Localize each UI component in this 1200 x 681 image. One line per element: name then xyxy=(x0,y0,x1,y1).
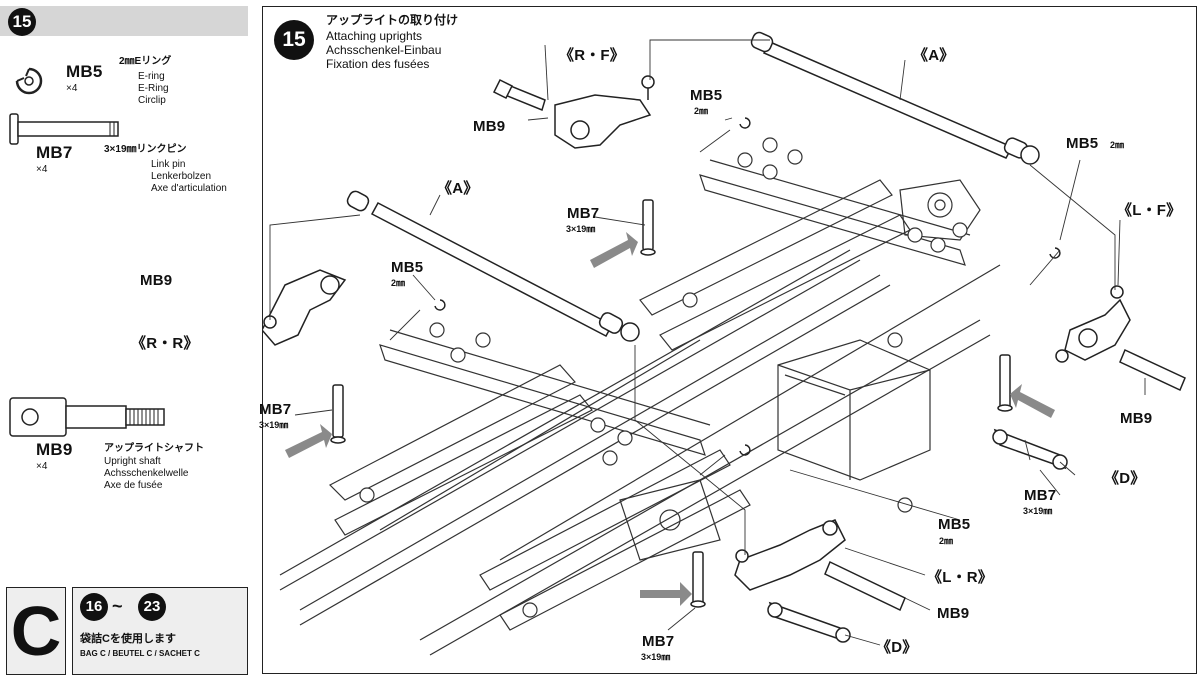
mb9-name-en: Upright shaft xyxy=(104,456,161,467)
mb7-code: MB7 xyxy=(36,143,73,162)
bag-letter: C xyxy=(10,592,62,670)
mb5-name-en: E-ring xyxy=(138,71,165,82)
bag-instruction-jp: 袋詰Cを使用します xyxy=(80,633,176,645)
step-number-badge: 15 xyxy=(8,8,36,36)
callout-a-top: 《A》 xyxy=(913,47,955,64)
step-header-bar xyxy=(0,6,248,36)
callout-mb9-right: MB9 xyxy=(1120,410,1153,427)
bag-step-from-badge: 16 xyxy=(80,593,108,621)
callout-mb7-right: MB7 xyxy=(1024,487,1057,504)
callout-mb9-bottom: MB9 xyxy=(937,605,970,622)
callout-mb9-left: MB9 xyxy=(140,272,173,289)
step-title-jp: アップライトの取り付け xyxy=(326,13,459,27)
callout-lf: 《L・F》 xyxy=(1117,202,1182,219)
mb5-name-de: E-Ring xyxy=(138,83,169,94)
chassis-exploded-view xyxy=(263,31,1186,656)
callout-mb5-bottom: MB5 xyxy=(938,516,971,533)
callout-mb5-right: MB5 xyxy=(1066,135,1099,152)
callout-mb7-left: MB7 xyxy=(259,401,292,418)
mb5-size: 2㎜Eリング xyxy=(119,56,172,67)
mb7-name-fr: Axe d'articulation xyxy=(151,183,227,194)
step-title-fr: Fixation des fusées xyxy=(326,57,430,71)
callout-mb5-right-size: 2㎜ xyxy=(1110,140,1125,150)
callout-mb7-top-size: 3×19㎜ xyxy=(566,224,596,234)
mb9-code: MB9 xyxy=(36,440,73,459)
mb7-qty: ×4 xyxy=(36,164,48,175)
callout-mb7-left-size: 3×19㎜ xyxy=(259,420,289,430)
callout-mb7-top: MB7 xyxy=(567,205,600,222)
callout-d-bottom: 《D》 xyxy=(876,639,918,656)
mb5-qty: ×4 xyxy=(66,83,78,94)
callout-mb5-top-size: 2㎜ xyxy=(694,106,709,116)
e-ring-icon xyxy=(15,67,43,95)
callout-mb7-right-size: 3×19㎜ xyxy=(1023,506,1053,516)
callout-mb9-top: MB9 xyxy=(473,118,506,135)
mb9-name-de: Achsschenkelwelle xyxy=(104,468,189,479)
main-step-badge: 15 xyxy=(274,20,314,60)
step-title-en: Attaching uprights xyxy=(326,29,423,43)
mb7-name-en: Link pin xyxy=(151,159,186,170)
callout-mb5-top: MB5 xyxy=(690,87,723,104)
upright-shaft-icon xyxy=(9,397,165,437)
mb9-jp: アップライトシャフト xyxy=(104,443,204,454)
bag-instruction-en: BAG C / BEUTEL C / SACHET C xyxy=(80,649,200,658)
callout-a-left: 《A》 xyxy=(437,180,479,197)
assembly-diagram-frame xyxy=(262,6,1197,674)
step-title-de: Achsschenkel-Einbau xyxy=(326,43,442,57)
callout-mb5-mid-size: 2㎜ xyxy=(391,278,406,288)
callout-rf: 《R・F》 xyxy=(559,47,625,64)
mb5-code: MB5 xyxy=(66,62,103,81)
link-pin-icon xyxy=(9,113,119,145)
callout-mb5-mid: MB5 xyxy=(391,259,424,276)
mb7-size: 3×19㎜リンクピン xyxy=(104,144,187,155)
mb7-name-de: Lenkerbolzen xyxy=(151,171,212,182)
mb9-qty: ×4 xyxy=(36,461,48,472)
callout-rr: 《R・R》 xyxy=(131,335,199,352)
callout-lr: 《L・R》 xyxy=(927,569,993,586)
callout-mb7-bottom: MB7 xyxy=(642,633,675,650)
bag-letter-box: C xyxy=(6,587,66,675)
bag-step-to-badge: 23 xyxy=(138,593,166,621)
mb9-name-fr: Axe de fusée xyxy=(104,480,163,491)
callout-d-right: 《D》 xyxy=(1104,470,1146,487)
bag-step-tilde: ~ xyxy=(112,596,123,616)
callout-mb5-bottom-size: 2㎜ xyxy=(939,536,954,546)
mb5-name-fr: Circlip xyxy=(138,95,166,106)
callout-mb7-bottom-size: 3×19㎜ xyxy=(641,652,671,662)
